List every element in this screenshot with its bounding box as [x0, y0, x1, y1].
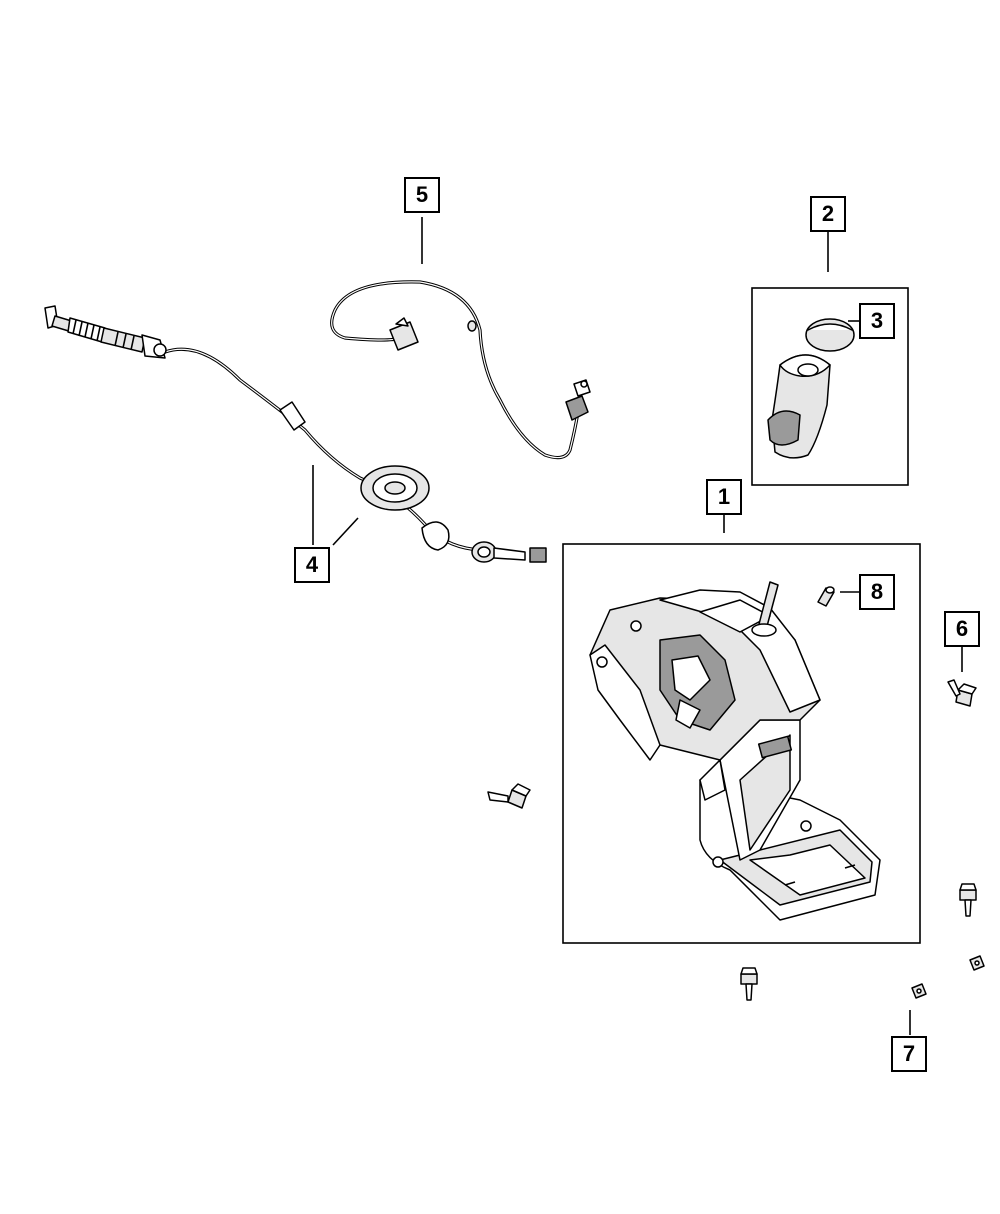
shift-cable: [44, 305, 547, 563]
callout-5: 5: [404, 177, 440, 213]
nut-7: [911, 983, 927, 999]
callout-2: 2: [810, 196, 846, 232]
bolt-right-mid: [959, 883, 977, 917]
leader-lines: [312, 217, 963, 1035]
callout-3: 3: [859, 303, 895, 339]
knob-cap: [805, 318, 855, 352]
shift-knob: [767, 354, 831, 459]
bolt-bottom-center: [740, 967, 758, 1001]
callout-7: 7: [891, 1036, 927, 1072]
bolt-left: [487, 783, 531, 809]
shifter-body: [589, 581, 881, 921]
bolt-right-6: [947, 679, 977, 707]
wiring-harness: [330, 280, 591, 460]
cable-spring: [67, 317, 106, 343]
callout-8: 8: [859, 574, 895, 610]
shifter-assembly-frame: [562, 543, 921, 944]
callout-1: 1: [706, 479, 742, 515]
pin-part: [817, 586, 835, 607]
nut-right-lower: [969, 955, 985, 971]
callout-6: 6: [944, 611, 980, 647]
knob-assembly-frame: [751, 287, 909, 486]
callout-4: 4: [294, 547, 330, 583]
